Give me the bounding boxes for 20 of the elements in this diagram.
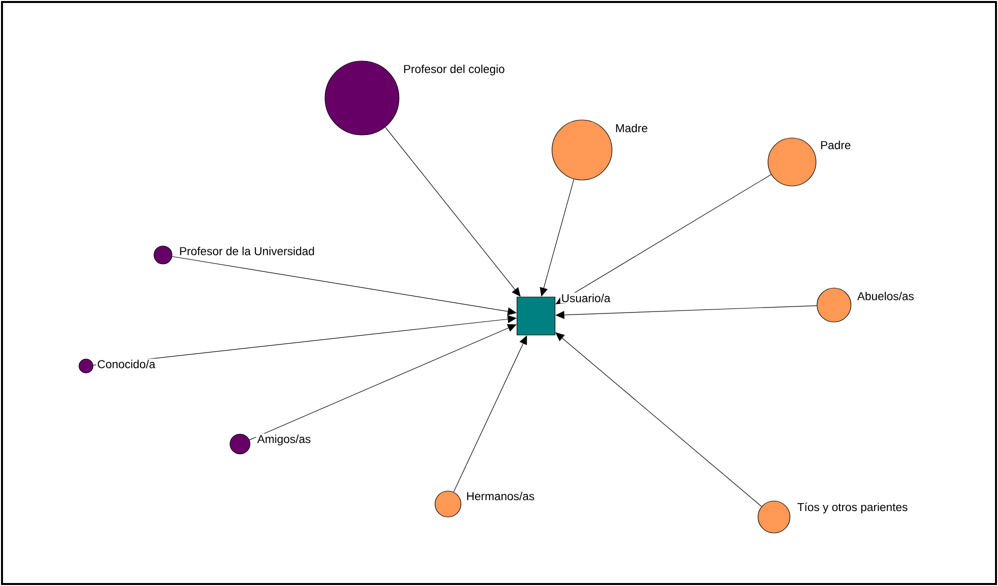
node-label: Padre xyxy=(819,140,852,150)
circle-node xyxy=(324,60,400,136)
node-label: Amigos/as xyxy=(256,434,312,446)
circle-node xyxy=(154,246,172,264)
circle-node xyxy=(230,434,250,454)
circle-node xyxy=(434,490,462,518)
circle-node xyxy=(816,288,852,322)
circle-node xyxy=(78,358,94,374)
node-label: Conocido/a xyxy=(96,358,156,370)
square-node xyxy=(516,296,556,336)
node-label: Tíos y otros parientes xyxy=(796,502,909,514)
node-label: Madre xyxy=(614,122,649,134)
node-label: Profesor de la Universidad xyxy=(178,246,316,256)
circle-node xyxy=(552,120,612,180)
node-label: Usuario/a xyxy=(560,292,612,304)
node-label: Profesor del colegio xyxy=(402,64,506,76)
circle-node xyxy=(758,500,790,534)
node-label: Abuelos/as xyxy=(856,290,916,302)
circle-node xyxy=(768,138,816,186)
node-label: Hermanos/as xyxy=(465,490,536,502)
